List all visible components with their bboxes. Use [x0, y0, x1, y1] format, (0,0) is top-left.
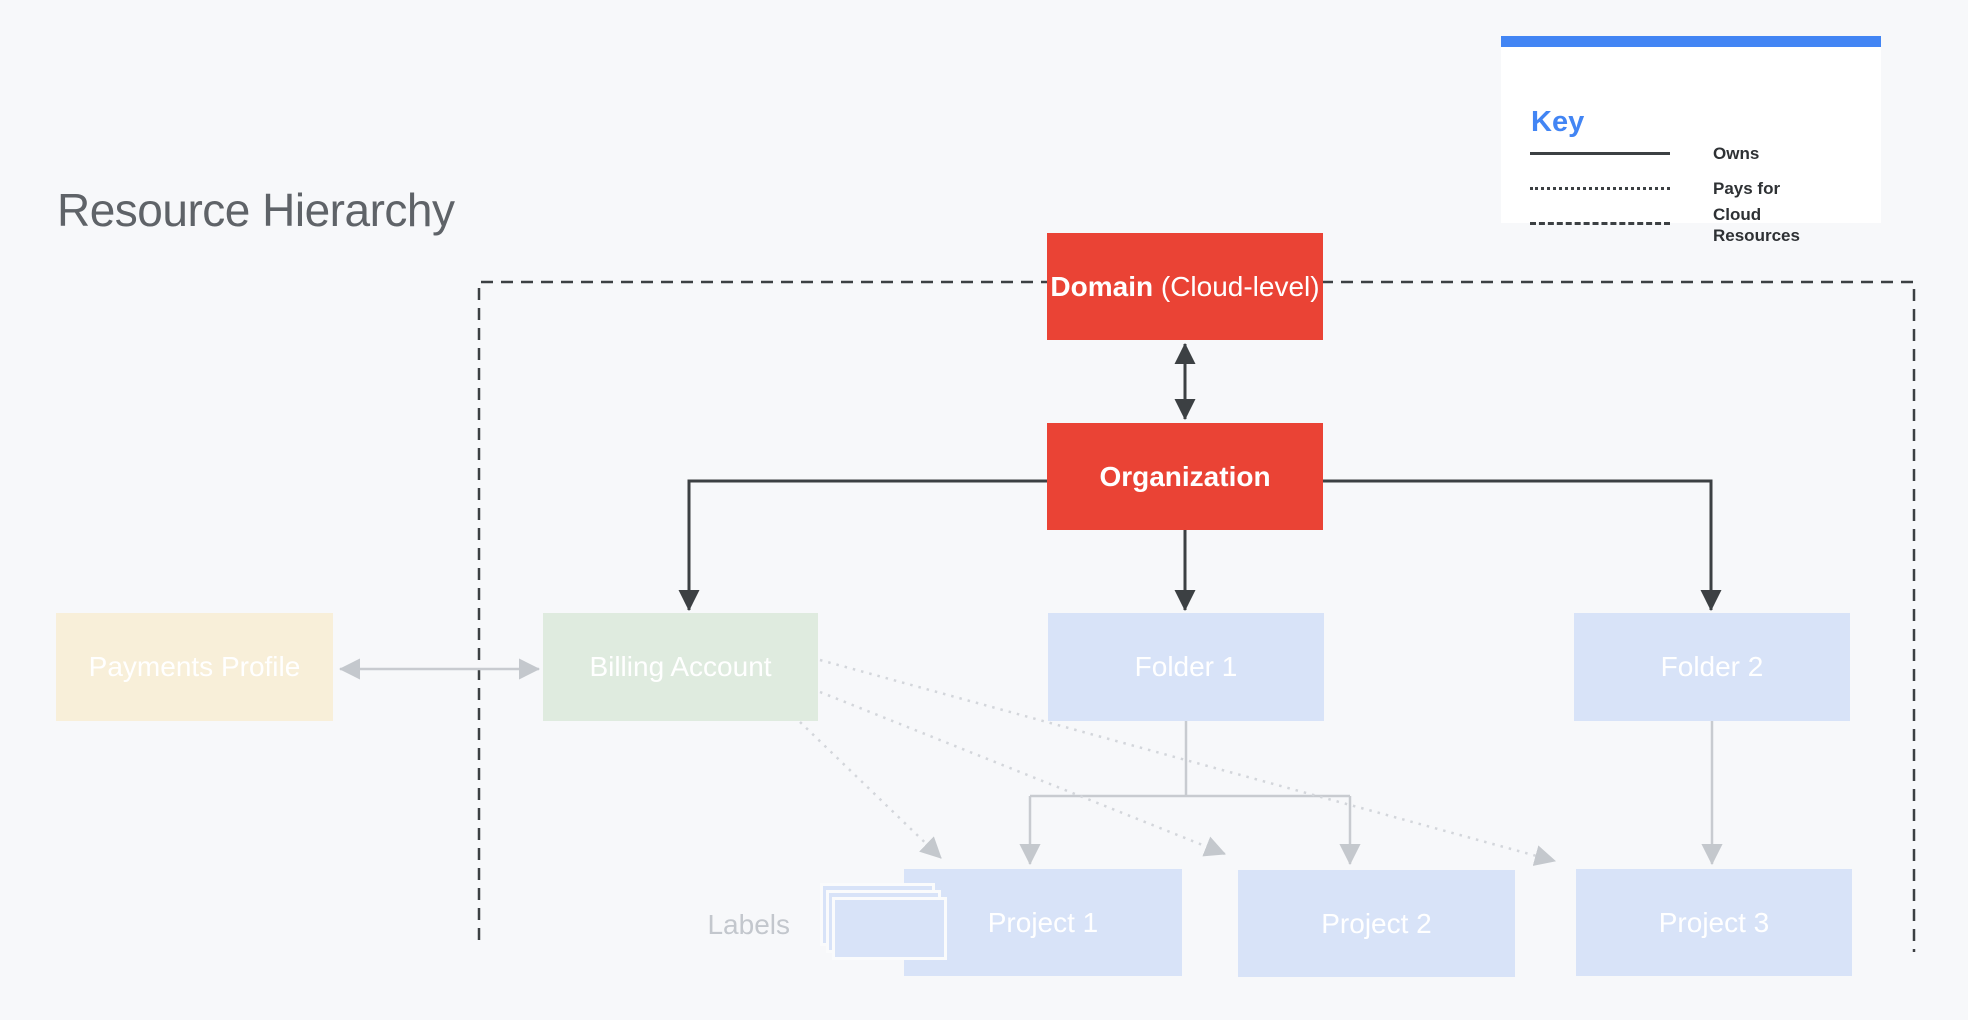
legend-top-bar	[1501, 36, 1881, 47]
node-folder2: Folder 2	[1574, 613, 1850, 721]
arrow-organization-folder2	[1323, 479, 1722, 612]
label-card-front	[832, 897, 947, 960]
legend-key-box: Key Owns Pays for Cloud Resources	[1501, 36, 1881, 245]
connector-folder1-tree	[1030, 721, 1350, 798]
cloud-resources-boundary-dashed	[477, 280, 1916, 952]
legend-dotted-line-sample	[1530, 187, 1670, 190]
legend-dashed-line-sample	[1530, 222, 1670, 225]
node-folder1: Folder 1	[1048, 613, 1324, 721]
domain-label-rest: (Cloud-level)	[1153, 270, 1320, 302]
dotted-billing-project1	[799, 721, 942, 859]
labels-caption: Labels	[707, 909, 790, 940]
labels-stack-icon	[820, 883, 956, 967]
page-title: Resource Hierarchy	[57, 184, 455, 236]
node-project2: Project 2	[1238, 870, 1515, 977]
node-project1: Project 1	[904, 869, 1182, 976]
arrow-organization-billing-account	[678, 479, 1047, 612]
node-domain: Domain (Cloud-level)	[1047, 233, 1323, 340]
legend-label-pays-for: Pays for	[1713, 179, 1781, 198]
legend-label-owns: Owns	[1713, 144, 1760, 163]
node-organization: Organization	[1047, 423, 1323, 530]
node-billing-account: Billing Account	[543, 613, 818, 721]
legend-title: Key	[1531, 106, 1585, 138]
node-project3: Project 3	[1576, 869, 1852, 976]
node-payments-profile: Payments Profile	[56, 613, 333, 721]
domain-label-bold: Domain	[1050, 270, 1154, 302]
legend-label-cloud-resources: Cloud Resources	[1713, 205, 1800, 245]
legend-solid-line-sample	[1530, 152, 1670, 155]
